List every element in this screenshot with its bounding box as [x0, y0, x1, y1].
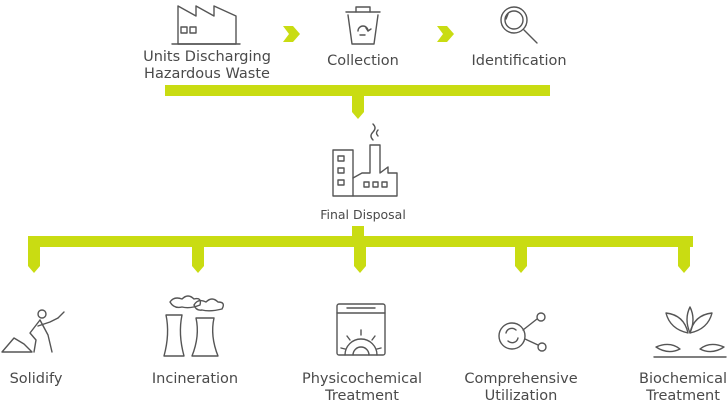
bottom-label-incineration: Incineration [151, 371, 239, 387]
center-label-final-disposal: Final Disposal [320, 207, 406, 222]
drop-arrow-4 [515, 247, 527, 273]
factory-icon [332, 123, 398, 197]
drop-arrow-5 [678, 247, 690, 273]
cooling-towers-icon [163, 295, 225, 357]
connectors [28, 26, 693, 273]
drop-arrow-3 [354, 247, 366, 273]
recycle-molecule-icon [498, 312, 547, 352]
bottom-label-comprehensive: Comprehensive Utilization [464, 371, 578, 404]
center-stem [352, 226, 364, 236]
recycle-bin-icon [345, 6, 381, 45]
step-label-units-discharging: Units Discharging Hazardous Waste [143, 49, 271, 82]
step-label-identification: Identification [471, 53, 567, 69]
factory-buildings-icon [171, 5, 241, 45]
arrow-connector-1 [283, 26, 300, 42]
bottom-label-solidify: Solidify [9, 371, 63, 387]
magnifier-icon [500, 6, 538, 44]
bottom-label-physicochemical: Physicochemical Treatment [301, 371, 423, 404]
leaves-icon [653, 306, 727, 358]
step-label-collection: Collection [327, 53, 399, 69]
top-bar [165, 85, 550, 96]
drop-arrow-1 [28, 247, 40, 273]
gear-monitor-icon [336, 303, 386, 356]
drop-arrow-2 [192, 247, 204, 273]
arrow-connector-2 [437, 26, 454, 42]
bottom-label-biochemical: Biochemical Treatment [639, 371, 727, 404]
worker-shovel-icon [1, 309, 65, 353]
top-drop-arrow [352, 96, 364, 119]
bottom-bar [28, 236, 693, 247]
